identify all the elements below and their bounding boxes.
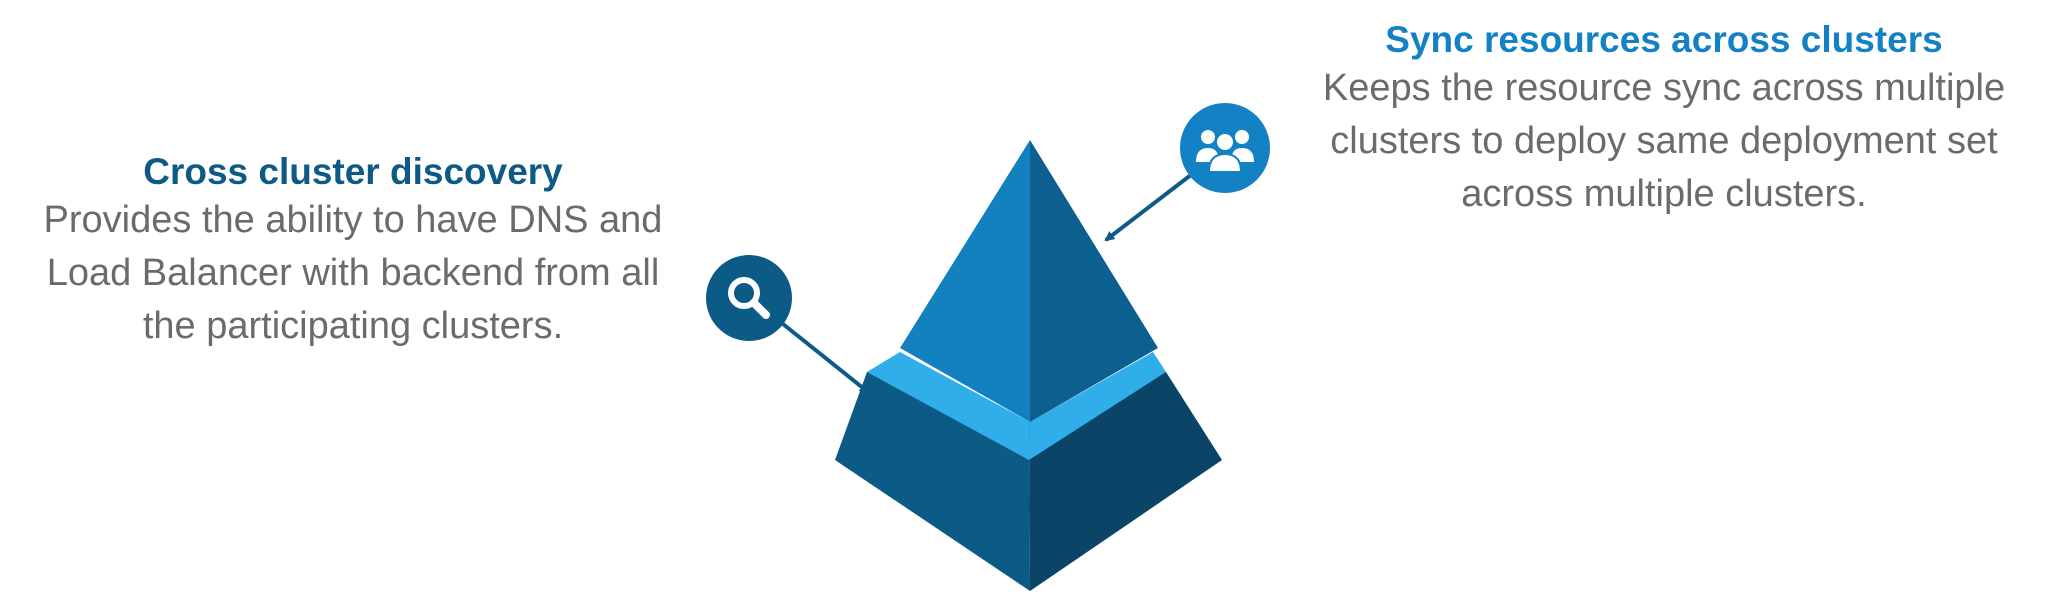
sync-resources-line-2: clusters to deploy same deployment set: [1330, 120, 1998, 162]
search-icon: [728, 277, 770, 319]
pyramid-top-right-face: [1030, 140, 1158, 422]
sync-connector-arrow: [1104, 166, 1202, 242]
search-icon-badge: [706, 255, 792, 341]
pyramid-band-right: [1029, 352, 1166, 460]
cross-cluster-discovery-line-2: Load Balancer with backend from all: [46, 252, 660, 294]
cross-cluster-discovery-line-1: Provides the ability to have DNS and: [43, 199, 663, 241]
users-group-icon: [1196, 130, 1254, 173]
pyramid-top-left-face: [900, 140, 1030, 422]
pyramid-band-left: [867, 352, 1030, 460]
sync-resources-callout: Sync resources across clusters Keeps the…: [1296, 18, 2032, 221]
sync-resources-title: Sync resources across clusters: [1385, 19, 1943, 60]
sync-resources-line-1: Keeps the resource sync across multiple: [1322, 67, 2006, 109]
cross-cluster-discovery-callout: Cross cluster discovery Provides the abi…: [8, 150, 698, 353]
pyramid-top: [900, 140, 1158, 422]
cross-cluster-discovery-line-3: the participating clusters.: [142, 305, 564, 347]
sync-resources-line-3: across multiple clusters.: [1461, 173, 1867, 215]
discovery-connector-arrow: [776, 318, 870, 394]
pyramid-base: [835, 352, 1222, 591]
users-icon-badge: [1180, 103, 1270, 193]
cross-cluster-discovery-title: Cross cluster discovery: [143, 151, 563, 192]
